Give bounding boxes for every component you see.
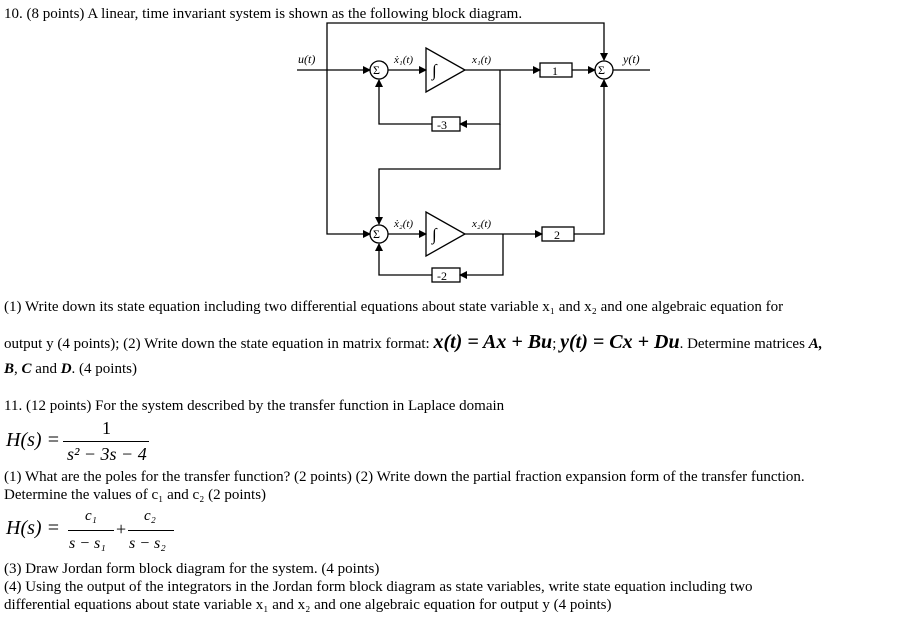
pf-plus: + (116, 519, 127, 539)
gain-1-label: 1 (552, 64, 558, 78)
block-diagram: u(t) y(t) ẋ₁(t) x₁(t) ẋ₂(t) x₂(t) 1 2 -3… (297, 22, 650, 283)
pf-num-1: c₁ (85, 508, 97, 524)
q10-part3: B, C and D. (4 points) (4, 361, 137, 377)
x2dot-label: ẋ₂(t) (393, 218, 413, 230)
tf-lhs: H(s) = (6, 429, 61, 451)
q10-part1: (1) Write down its state equation includ… (4, 299, 784, 315)
pf-den-2: s − s₂ (129, 535, 166, 552)
pf-lhs: H(s) = (6, 517, 61, 539)
pf-bar-2 (128, 530, 174, 531)
q11-part1a: (1) What are the poles for the transfer … (4, 469, 805, 485)
q11-header: 11. (12 points) For the system described… (4, 398, 505, 414)
output-eq: y(t) = Cx + Du (560, 331, 680, 353)
summer-2 (369, 224, 389, 244)
summer-1 (369, 60, 389, 80)
fb1-line-a (459, 70, 501, 128)
gain2-to-sum3 (574, 79, 608, 235)
feedthrough-line (326, 22, 608, 70)
x1dot-label: ẋ₁(t) (393, 54, 413, 66)
q11-part1b: Determine the values of c₁ and c₂ (2 poi… (4, 487, 267, 503)
pf-bar-1 (68, 530, 114, 531)
x1-label: x₁(t) (471, 54, 491, 66)
x2-label: x₂(t) (471, 218, 491, 230)
fb2-line-a (459, 234, 504, 279)
integrator-2 (425, 210, 467, 258)
tf-denominator: s² − 3s − 4 (67, 444, 147, 464)
summer-3 (594, 60, 614, 80)
tf-fraction-bar (63, 441, 149, 442)
q11-part4b: differential equations about state varia… (4, 597, 612, 613)
int-2-symbol: ∫ (431, 225, 438, 245)
matrix-A: A, (808, 336, 823, 352)
gain-box-1 (539, 62, 573, 78)
pf-num-2: c₂ (144, 508, 156, 524)
tf-numerator: 1 (102, 418, 111, 438)
y-label: y(t) (622, 52, 640, 66)
state-eq: x(t) = Ax + Bu (433, 331, 553, 353)
integrator-1 (425, 46, 467, 94)
gain-box-2 (541, 226, 575, 242)
q10-header: 10. (8 points) A linear, time invariant … (4, 6, 523, 22)
sum-1-symbol: Σ (373, 63, 380, 77)
int-1-symbol: ∫ (431, 61, 438, 81)
sum-3-symbol: Σ (598, 63, 605, 77)
fb1-line-b (375, 79, 432, 125)
fb-box-1 (431, 116, 461, 132)
q11-part4a: (4) Using the output of the integrators … (4, 579, 753, 595)
fb2-line-b (375, 243, 432, 276)
u-label: u(t) (298, 52, 315, 66)
q11-part3: (3) Draw Jordan form block diagram for t… (4, 561, 380, 577)
cross-line (375, 124, 501, 225)
q10-part2: output y (4 points); (2) Write down the … (4, 331, 823, 353)
fb-2-label: -2 (437, 269, 447, 283)
input-line-2 (326, 70, 371, 238)
gain-2-label: 2 (554, 228, 560, 242)
pf-den-1: s − s₁ (69, 535, 106, 552)
fb-1-label: -3 (437, 118, 447, 132)
fb-box-2 (431, 267, 461, 283)
sum-2-symbol: Σ (373, 227, 380, 241)
q10-part2-pre: output y (4 points); (2) Write down the … (4, 336, 434, 352)
